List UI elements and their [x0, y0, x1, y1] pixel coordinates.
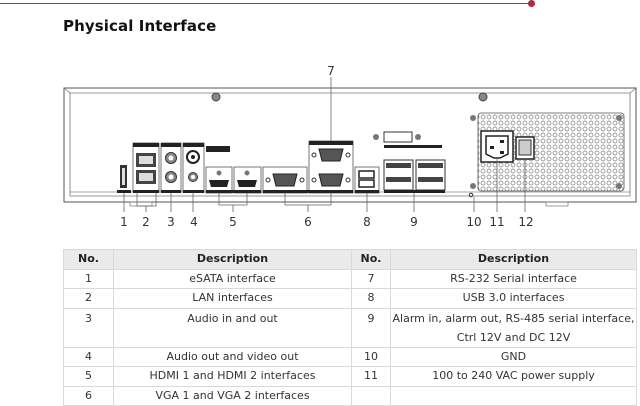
row-no-right: 11 [351, 366, 391, 387]
header-rule [0, 3, 530, 4]
row-description-right: Alarm in, alarm out, RS-485 serial inter… [390, 307, 637, 348]
row-no-right: 10 [351, 346, 391, 367]
callout-4: 4 [190, 215, 198, 229]
row-no-left: 3 [63, 307, 114, 348]
callout-9: 9 [410, 215, 418, 229]
row-description-right: GND [390, 346, 637, 367]
table-row: 5 HDMI 1 and HDMI 2 interfaces 11 100 to… [63, 366, 637, 387]
row-no-right: 9 [351, 307, 391, 348]
table-row: 2 LAN interfaces 8 USB 3.0 interfaces [63, 288, 637, 309]
row-description-left: Audio in and out [113, 307, 352, 348]
table-row: 3 Audio in and out 9 Alarm in, alarm out… [63, 307, 637, 348]
row-description-left: HDMI 1 and HDMI 2 interfaces [113, 366, 352, 387]
usb-ports [354, 166, 380, 194]
callout-7: 7 [327, 64, 335, 78]
callout-leaders [123, 77, 526, 212]
header-description-left: Description [113, 249, 352, 270]
row-description-right: 100 to 240 VAC power supply [390, 366, 637, 387]
callout-5: 5 [229, 215, 237, 229]
callout-8: 8 [363, 215, 371, 229]
hdmi-ports [205, 146, 262, 194]
row-description-right: RS-232 Serial interface [390, 268, 637, 289]
row-no-right [351, 385, 391, 406]
audio-ports [160, 142, 182, 193]
power-supply [470, 112, 625, 192]
callout-1: 1 [120, 215, 128, 229]
row-no-left: 4 [63, 346, 114, 367]
callout-10: 10 [466, 215, 481, 229]
row-description-right-line2: Ctrl 12V and DC 12V [456, 330, 571, 344]
gnd-terminal [468, 192, 474, 198]
callout-12: 12 [518, 215, 533, 229]
vga-ports [262, 140, 354, 194]
esata-port [117, 165, 131, 193]
table-row: 6 VGA 1 and VGA 2 interfaces [63, 385, 637, 406]
alarm-terminals [373, 131, 446, 193]
row-no-left: 2 [63, 288, 114, 309]
callout-11: 11 [489, 215, 504, 229]
row-no-left: 1 [63, 268, 114, 289]
row-no-left: 6 [63, 385, 114, 406]
video-out-ports [182, 142, 205, 193]
page-title: Physical Interface [63, 17, 217, 35]
header-rule-dot [528, 0, 535, 7]
callout-6: 6 [304, 215, 312, 229]
row-no-right: 7 [351, 268, 391, 289]
row-no-left: 5 [63, 366, 114, 387]
row-description-right: USB 3.0 interfaces [390, 288, 637, 309]
header-description-right: Description [390, 249, 637, 270]
row-description-right-line1: Alarm in, alarm out, RS-485 serial inter… [392, 311, 635, 325]
rear-panel-diagram: 1 2 3 4 5 6 7 8 9 10 11 12 [63, 64, 637, 229]
row-description-left: Audio out and video out [113, 346, 352, 367]
row-description-right [390, 385, 637, 406]
callout-2: 2 [142, 215, 150, 229]
table-row: 4 Audio out and video out 10 GND [63, 346, 637, 367]
lan-ports [132, 142, 160, 193]
row-description-left: eSATA interface [113, 268, 352, 289]
row-no-right: 8 [351, 288, 391, 309]
row-description-left: VGA 1 and VGA 2 interfaces [113, 385, 352, 406]
row-description-left: LAN interfaces [113, 288, 352, 309]
table-row: 1 eSATA interface 7 RS-232 Serial interf… [63, 268, 637, 289]
interface-table: No. Description No. Description 1 eSATA … [63, 249, 637, 406]
header-no-left: No. [63, 249, 114, 270]
callout-3: 3 [167, 215, 175, 229]
screw-icon [211, 92, 488, 102]
table-header-row: No. Description No. Description [63, 249, 637, 270]
header-no-right: No. [351, 249, 391, 270]
